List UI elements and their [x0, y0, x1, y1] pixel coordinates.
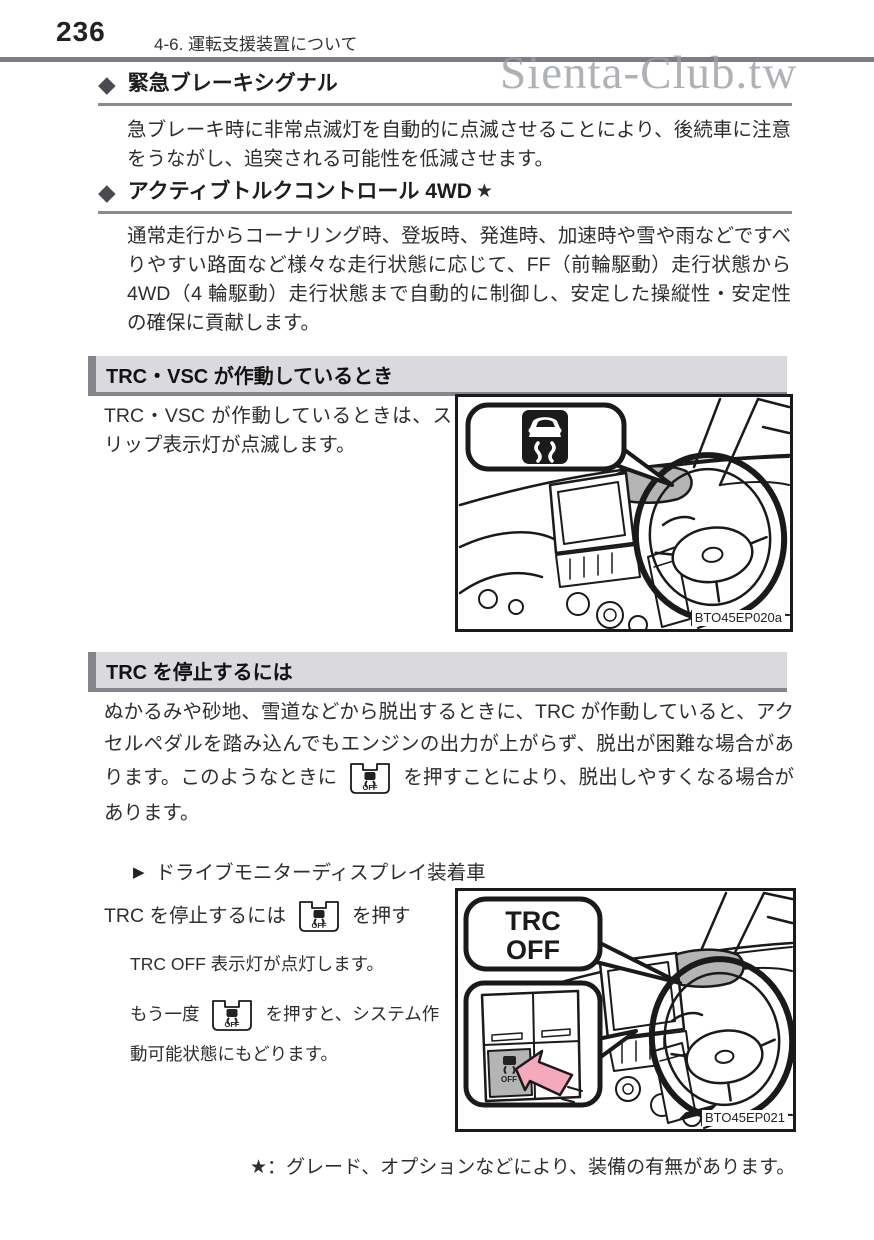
- dashboard-illustration: TRC OFF OFF: [463, 891, 793, 1129]
- section-active-torque-heading: ◆ アクティブトルクコントロール 4WD ★: [98, 180, 792, 214]
- dashboard-illustration: [458, 397, 790, 629]
- figure-caption: BTO45EP021: [701, 1110, 788, 1126]
- page-number: 236: [56, 16, 106, 47]
- sub-note-indicator: TRC OFF 表示灯が点灯します。: [130, 954, 384, 975]
- section-emergency-brake-heading: ◆ 緊急ブレーキシグナル: [98, 72, 792, 106]
- figure-caption: BTO45EP020a: [690, 610, 785, 626]
- star-mark: ★: [475, 181, 493, 202]
- callout-bubble: [463, 896, 603, 972]
- bar-trc-vsc-active: TRC・VSC が作動しているとき: [88, 356, 787, 396]
- press-arrow: [514, 1049, 574, 1097]
- figure-trc-off-switch: TRC OFF OFF BTO45EP021: [455, 888, 796, 1132]
- steering-wheel: [632, 452, 788, 622]
- svg-text:OFF: OFF: [312, 921, 327, 930]
- trc-off-switch-icon: OFF: [208, 997, 256, 1034]
- trc-off-indicator-label: TRC: [505, 906, 561, 936]
- diamond-bullet-icon: ◆: [98, 179, 116, 205]
- section-title: 緊急ブレーキシグナル: [127, 72, 338, 95]
- bar-trc-stop: TRC を停止するには: [88, 652, 787, 692]
- diamond-bullet-icon: ◆: [98, 71, 116, 97]
- section-emergency-brake-body: 急ブレーキ時に非常点滅灯を自動的に点滅させることにより、後続車に注意をうながし、…: [127, 119, 791, 170]
- trc-off-switch: [487, 1048, 533, 1098]
- chapter-heading: 4-6. 運転支援装置について: [154, 35, 358, 54]
- triangle-bullet-icon: ▶: [133, 864, 145, 881]
- svg-text:OFF: OFF: [506, 935, 560, 965]
- section-active-torque-body: 通常走行からコーナリング時、登坂時、発進時、加速時や雪や雨などですべりやすい路面…: [127, 225, 791, 334]
- watermark: Sienta-Club.tw: [500, 47, 798, 99]
- trc-off-switch-icon: OFF: [501, 1056, 517, 1084]
- footnote: ★：グレード、オプションなどにより、装備の有無があります。: [250, 1157, 796, 1178]
- svg-text:OFF: OFF: [501, 1075, 517, 1084]
- steering-wheel: [648, 956, 793, 1122]
- figure-slip-indicator: BTO45EP020a: [455, 394, 793, 632]
- trc-stop-body: ぬかるみや砂地、雪道などから脱出するときに、TRC が作動していると、アクセルペ…: [104, 696, 794, 829]
- trc-stop-body-after: を押すことにより、脱出しやすくなる場合があります。: [104, 766, 794, 824]
- slip-indicator-icon: [522, 410, 568, 464]
- drive-monitor-heading: ▶ドライブモニターディスプレイ装着車: [133, 862, 486, 884]
- svg-text:OFF: OFF: [363, 783, 378, 792]
- section-title: アクティブトルクコントロール 4WD: [127, 180, 472, 203]
- trc-off-switch-icon: OFF: [346, 760, 394, 797]
- trc-stop-body-before: ぬかるみや砂地、雪道などから脱出するときに、TRC が作動していると、アクセルペ…: [104, 701, 794, 789]
- svg-text:OFF: OFF: [225, 1020, 240, 1029]
- trc-off-switch-icon: OFF: [295, 898, 343, 935]
- trc-vsc-active-body: TRC・VSC が作動しているときは、スリップ表示灯が点滅します。: [104, 405, 452, 456]
- header-rule: [0, 57, 874, 62]
